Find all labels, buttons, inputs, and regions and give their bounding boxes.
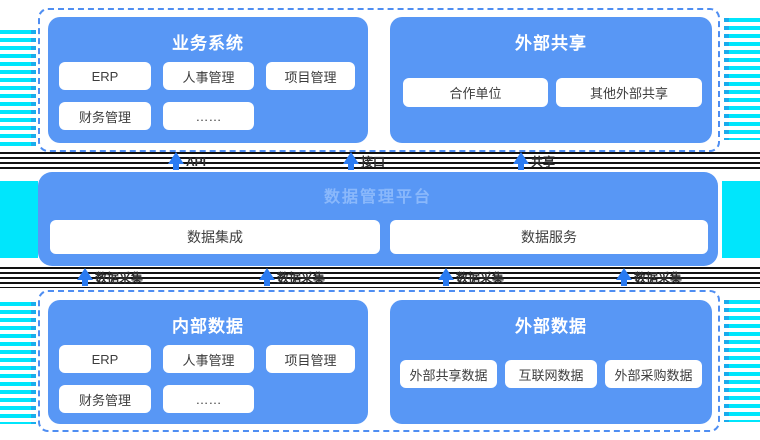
up-arrow-icon <box>616 268 632 286</box>
arrow-label: 共享 <box>531 155 556 169</box>
internal-data-box: 内部数据 ERP 人事管理 项目管理 财务管理 …… <box>48 300 368 424</box>
data-platform-title: 数据管理平台 <box>323 189 432 206</box>
arrow-label: 数据采集 <box>277 271 326 285</box>
connector-band-top <box>0 152 760 172</box>
up-arrow-icon <box>343 152 359 170</box>
arrow-label: 数据采集 <box>634 271 683 285</box>
item-box: 合作单位 <box>403 78 548 107</box>
platform-module: 数据服务 <box>390 220 708 254</box>
connector-band-bottom <box>0 267 760 288</box>
external-sharing-title: 外部共享 <box>515 34 587 53</box>
item-box: 人事管理 <box>163 345 254 373</box>
up-arrow-icon <box>77 268 93 286</box>
decor-cyan-block-left <box>0 181 38 258</box>
item-box: …… <box>163 102 254 130</box>
item-box: 项目管理 <box>266 62 355 90</box>
data-platform-band: 数据管理平台 数据集成 数据服务 <box>38 172 718 266</box>
platform-module: 数据集成 <box>50 220 380 254</box>
up-arrow-icon <box>438 268 454 286</box>
internal-data-title: 内部数据 <box>172 317 244 336</box>
item-box: 人事管理 <box>163 62 254 90</box>
item-box: …… <box>163 385 254 413</box>
arrow-label: API <box>186 155 207 169</box>
arrow-label: 数据采集 <box>95 271 144 285</box>
decor-stripes-top-left <box>0 30 36 150</box>
decor-stripes-top-right <box>724 18 760 140</box>
business-system-box: 业务系统 ERP 人事管理 项目管理 财务管理 …… <box>48 17 368 143</box>
item-box: ERP <box>59 345 151 373</box>
item-box: 财务管理 <box>59 385 151 413</box>
decor-stripes-bottom-left <box>0 302 36 424</box>
item-box: 财务管理 <box>59 102 151 130</box>
external-data-box: 外部数据 外部共享数据 互联网数据 外部采购数据 <box>390 300 712 424</box>
up-arrow-icon <box>168 152 184 170</box>
bottom-section-container: 内部数据 ERP 人事管理 项目管理 财务管理 …… 外部数据 外部共享数据 互… <box>38 290 720 432</box>
decor-cyan-block-right <box>722 181 760 258</box>
external-data-title: 外部数据 <box>515 317 587 336</box>
decor-stripes-bottom-right <box>724 300 760 422</box>
external-sharing-box: 外部共享 合作单位 其他外部共享 <box>390 17 712 143</box>
item-box: 项目管理 <box>266 345 355 373</box>
business-system-title: 业务系统 <box>172 34 244 53</box>
arrow-label: 接口 <box>361 155 386 169</box>
item-box: ERP <box>59 62 151 90</box>
item-box: 互联网数据 <box>505 360 597 388</box>
item-box: 其他外部共享 <box>556 78 702 107</box>
item-box: 外部共享数据 <box>400 360 497 388</box>
up-arrow-icon <box>513 152 529 170</box>
top-section-container: 业务系统 ERP 人事管理 项目管理 财务管理 …… 外部共享 合作单位 其他外… <box>38 8 720 152</box>
item-box: 外部采购数据 <box>605 360 702 388</box>
up-arrow-icon <box>259 268 275 286</box>
arrow-label: 数据采集 <box>456 271 505 285</box>
